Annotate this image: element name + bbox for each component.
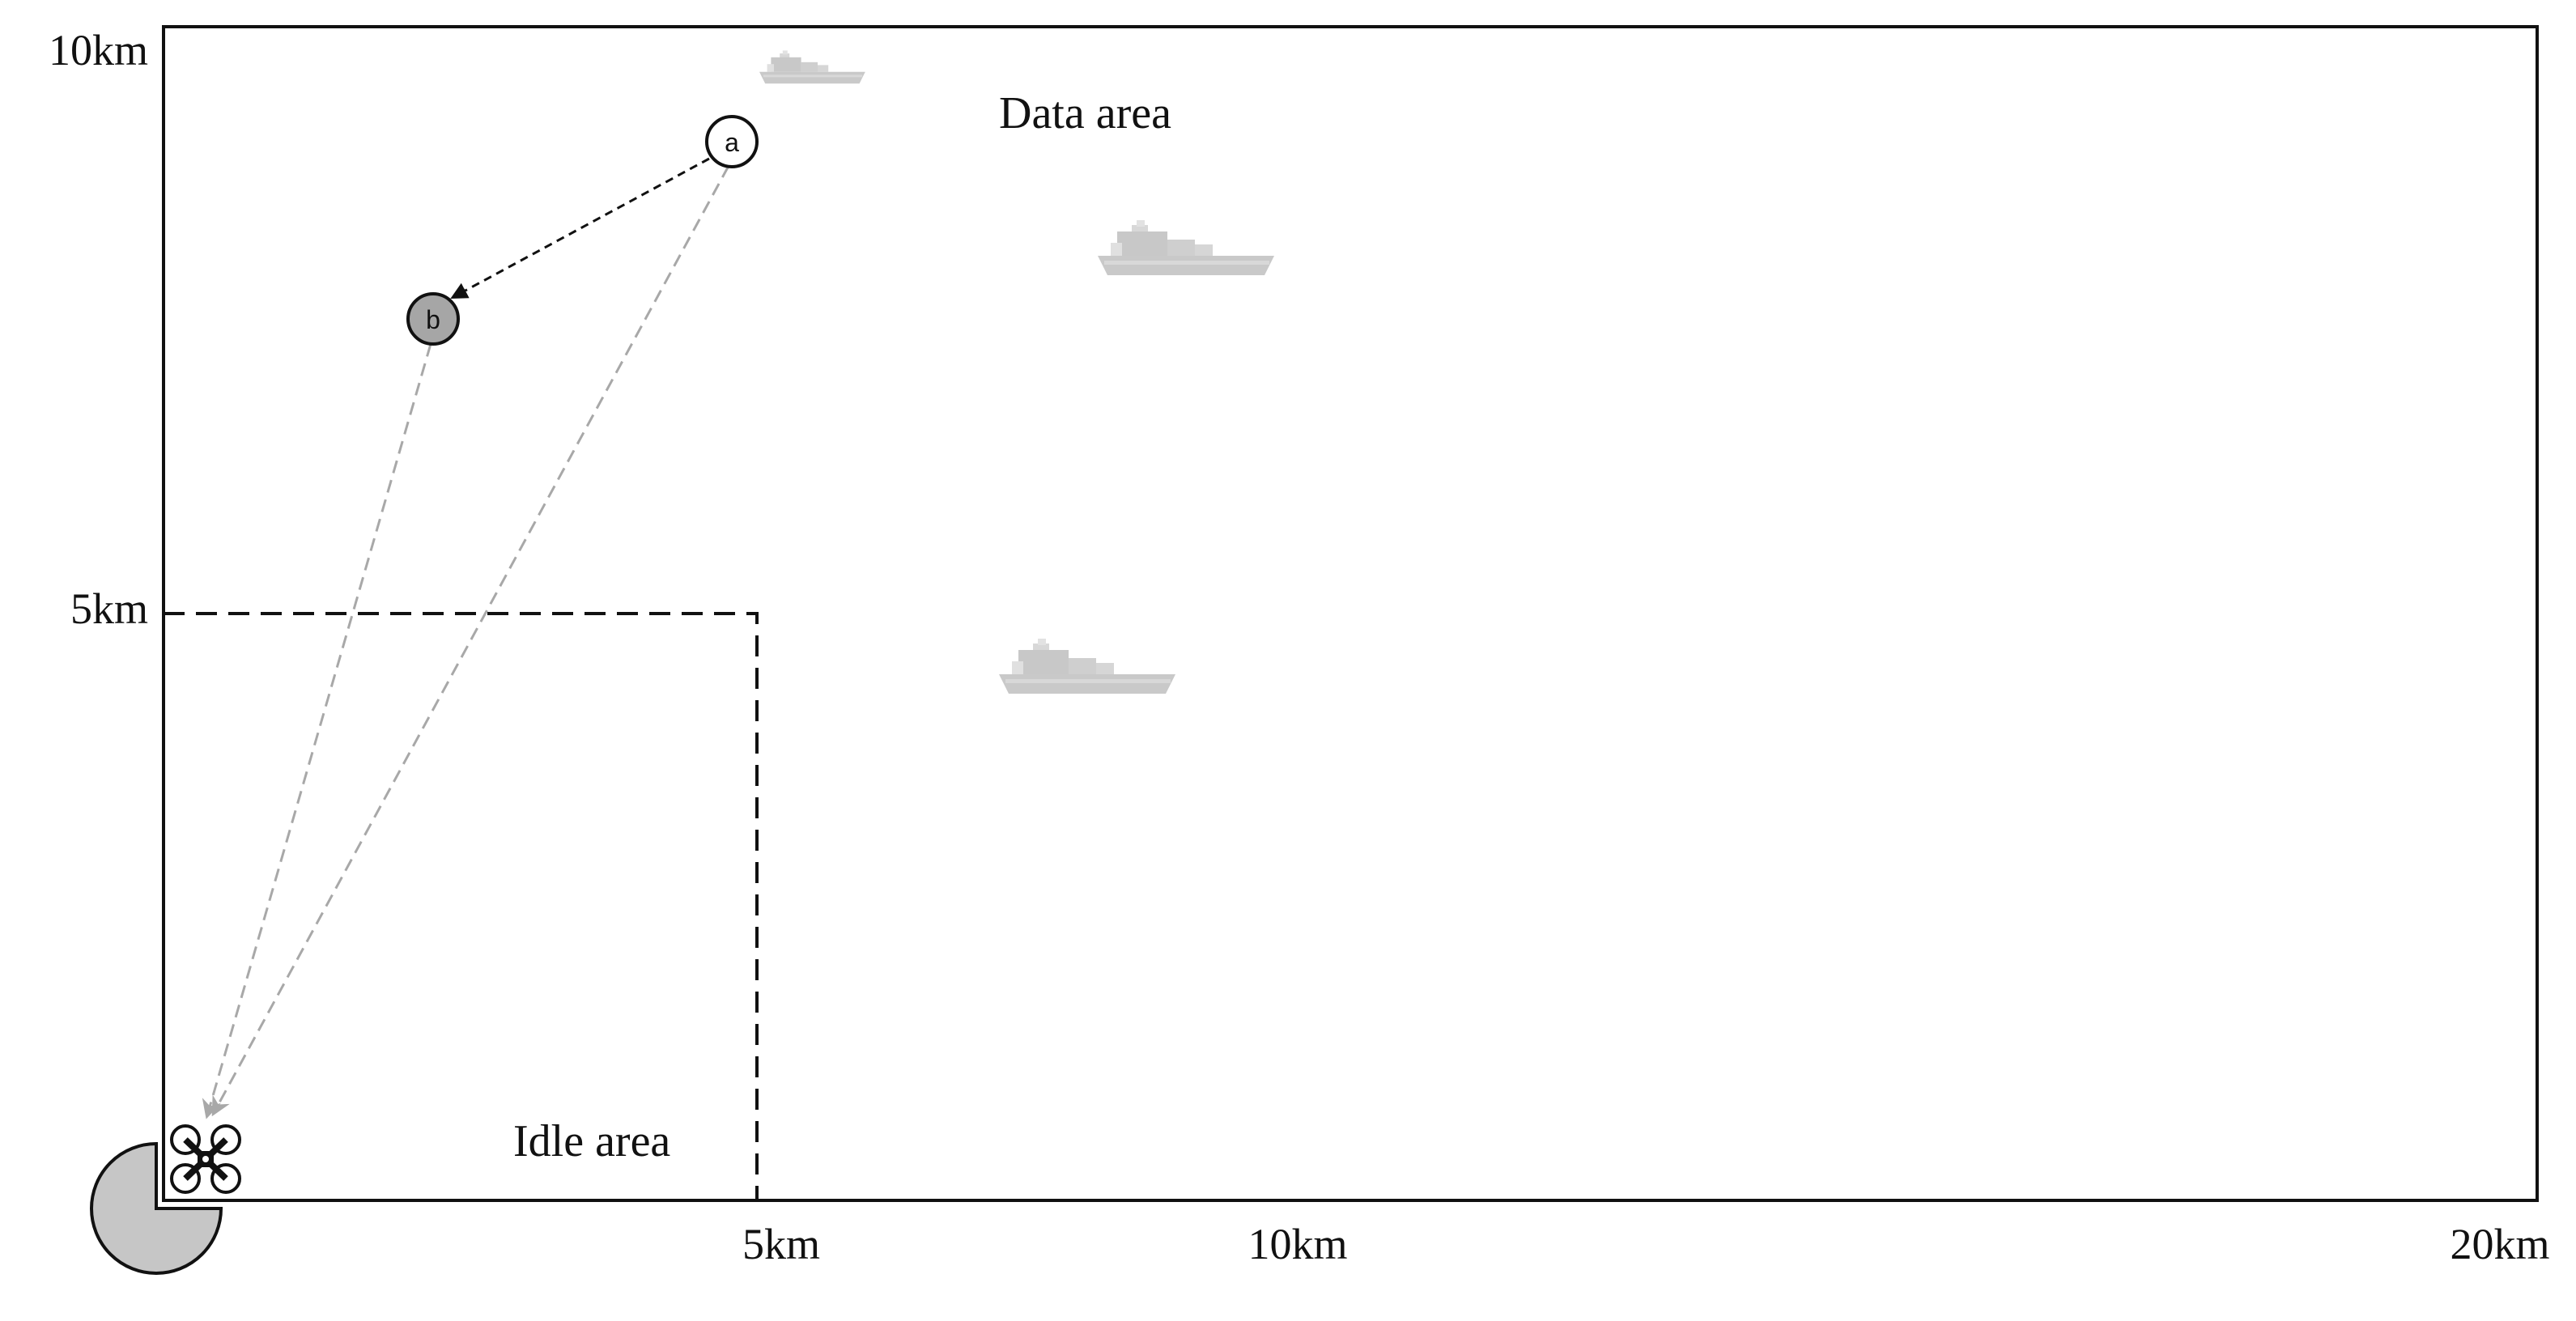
ship-icon [759, 50, 865, 84]
ship-icon [1098, 220, 1274, 275]
data-area-border [162, 25, 2539, 1202]
x-tick-20km: 20km [2450, 1220, 2549, 1268]
idle-area-label: Idle area [513, 1116, 670, 1166]
y-tick-10km: 10km [49, 26, 148, 74]
y-tick-5km: 5km [70, 584, 148, 633]
node-a-label: a [725, 128, 739, 157]
idle-area-border [164, 612, 759, 1200]
ship-icon [999, 639, 1175, 694]
node-a: a [705, 115, 759, 168]
pie-sector-icon [90, 1141, 223, 1275]
x-tick-5km: 5km [742, 1220, 820, 1268]
data-area-label: Data area [999, 88, 1171, 138]
path-a-to-uav [211, 165, 730, 1117]
node-b-label: b [426, 305, 440, 334]
node-b: b [406, 292, 460, 346]
path-a-to-b [450, 157, 710, 299]
x-tick-10km: 10km [1248, 1220, 1347, 1268]
drone-icon [170, 1124, 241, 1194]
path-b-to-uav [202, 343, 432, 1119]
